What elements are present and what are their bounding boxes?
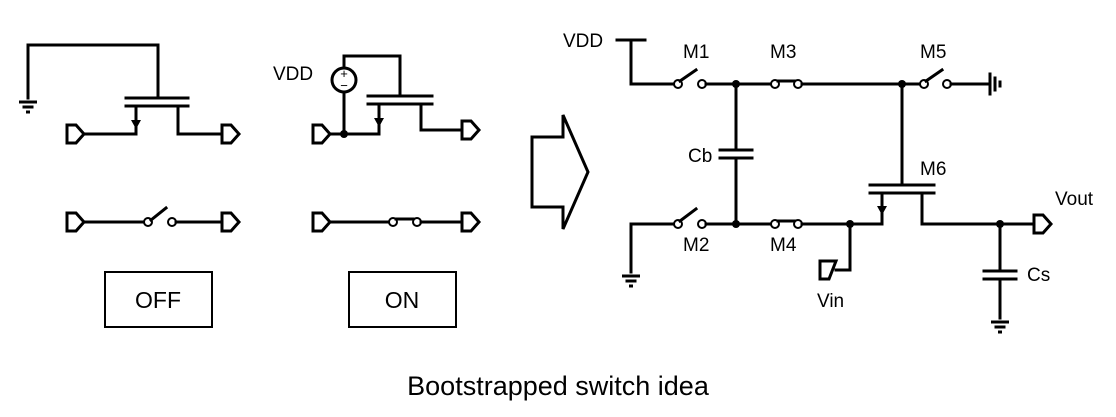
off-label: OFF xyxy=(135,287,181,313)
cb-label: Cb xyxy=(688,146,712,167)
input-port-icon xyxy=(311,123,332,145)
off-label-box xyxy=(104,271,213,328)
ground-icon xyxy=(989,320,1011,334)
arrow-icon xyxy=(877,206,887,215)
cs-label: Cs xyxy=(1027,265,1050,286)
on-transistor-circuit: VDD + − xyxy=(273,54,481,145)
svg-text:+: + xyxy=(340,66,348,81)
ground-icon xyxy=(988,72,1002,96)
output-port-icon xyxy=(460,119,481,141)
m3-label: M3 xyxy=(770,42,796,63)
diagram-caption: Bootstrapped switch idea xyxy=(407,371,710,401)
transition-arrow-icon xyxy=(530,114,590,230)
arrow-icon xyxy=(131,120,141,129)
vdd-label: VDD xyxy=(273,64,313,85)
on-label: ON xyxy=(385,287,420,313)
svg-text:−: − xyxy=(340,78,348,93)
arrow-icon xyxy=(374,118,384,127)
vin-label: Vin xyxy=(817,291,844,312)
off-switch-symbol xyxy=(65,205,241,233)
output-port-icon xyxy=(220,123,241,145)
ground-icon xyxy=(17,100,39,114)
off-transistor-circuit xyxy=(17,43,241,145)
m4-label: M4 xyxy=(770,235,797,256)
m2-label: M2 xyxy=(683,235,709,256)
input-port-icon xyxy=(65,123,86,145)
on-switch-symbol xyxy=(311,211,481,233)
vin-port-icon xyxy=(818,259,839,281)
junction-dot xyxy=(340,130,348,138)
vout-port-icon xyxy=(1032,213,1053,235)
input-port-icon xyxy=(311,211,332,233)
bootstrapped-switch-circuit: VDD M1 M3 M5 xyxy=(563,31,1094,334)
vout-label: Vout xyxy=(1055,189,1094,210)
m1-label: M1 xyxy=(683,42,709,63)
output-port-icon xyxy=(220,211,241,233)
m6-label: M6 xyxy=(920,159,946,180)
input-port-icon xyxy=(65,211,86,233)
junction-dot xyxy=(732,220,740,228)
vdd-label: VDD xyxy=(563,31,603,52)
ground-icon xyxy=(620,274,642,288)
m5-label: M5 xyxy=(920,42,946,63)
output-port-icon xyxy=(460,211,481,233)
on-label-box xyxy=(348,271,457,328)
